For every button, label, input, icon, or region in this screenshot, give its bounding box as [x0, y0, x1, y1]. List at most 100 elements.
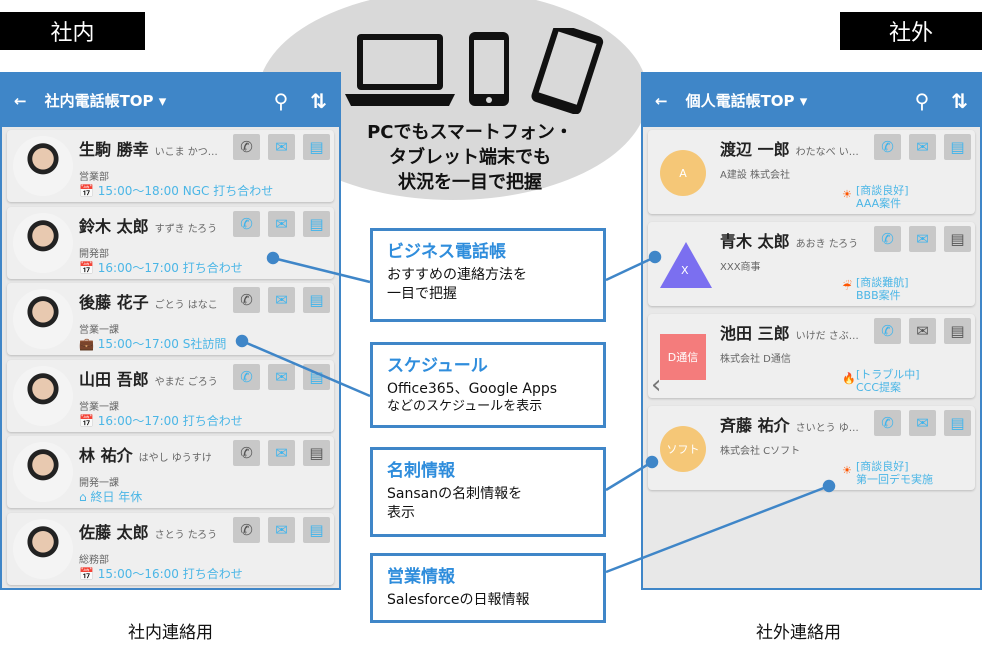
chat-icon: ▤: [309, 520, 324, 539]
weather-icon: 🔥: [842, 372, 856, 385]
contact-kana: さとう たろう: [154, 529, 218, 541]
mail-button[interactable]: ✉: [268, 134, 295, 160]
calendar-icon: 💼: [79, 337, 94, 351]
schedule: 📅 16:00〜17:00 打ち合わせ: [79, 259, 243, 276]
chat-button[interactable]: ▤: [303, 210, 330, 237]
chat-button[interactable]: ▤: [303, 287, 330, 313]
mail-button[interactable]: ✉: [268, 363, 295, 390]
mail-button[interactable]: ✉: [909, 410, 936, 436]
feature-business-phonebook: ビジネス電話帳おすすめの連絡方法を一目で把握: [370, 228, 606, 322]
tablet-icon: [531, 28, 604, 114]
contact-kana: やまだ ごろう: [154, 376, 218, 388]
feature-title: ビジネス電話帳: [387, 242, 506, 262]
phone-button[interactable]: ✆: [233, 287, 260, 313]
feature-desc: Office365、Google Apps: [387, 381, 558, 397]
contact-row[interactable]: ソフト 斉藤 祐介さいとう ゆ… 株式会社 Cソフト ☀[商談良好]第一回デモ実…: [648, 406, 975, 490]
company-logo: ソフト: [660, 426, 706, 472]
chat-button[interactable]: ▤: [944, 134, 971, 160]
phone-button[interactable]: ✆: [233, 516, 260, 543]
company: 株式会社 D通信: [720, 354, 791, 365]
contact-kana: あおき たろう: [795, 239, 859, 250]
mail-button[interactable]: ✉: [909, 134, 936, 160]
contact-row[interactable]: A 渡辺 一郎わたなべ い… A建設 株式会社 ☀[商談良好]AAA案件 ✆ ✉…: [648, 130, 975, 214]
contact-row[interactable]: D通信 池田 三郎いけだ さぶ… 株式会社 D通信 🔥[トラブル中]CCC提案 …: [648, 314, 975, 398]
feature-title: 営業情報: [387, 567, 455, 587]
back-arrow-icon[interactable]: ←: [655, 91, 668, 110]
phone-button[interactable]: ✆: [874, 134, 901, 160]
company-logo: X: [660, 242, 712, 288]
weather-icon: ☀: [842, 188, 852, 201]
deal-text: AAA案件: [856, 197, 902, 210]
phone-button[interactable]: ✆: [233, 440, 260, 466]
app-title-dropdown[interactable]: 個人電話帳TOP ▾: [685, 92, 808, 110]
chat-icon: ▤: [309, 444, 324, 462]
contact-name-line: 山田 吾郎やまだ ごろう: [79, 366, 218, 390]
phone-button[interactable]: ✆: [233, 363, 260, 390]
chevron-left-icon[interactable]: ‹: [651, 370, 662, 400]
back-arrow-icon[interactable]: ←: [14, 91, 27, 110]
search-icon[interactable]: ⚲: [273, 88, 289, 113]
chat-icon: ▤: [950, 138, 965, 156]
contact-name-line: 生駒 勝幸いこま かつ…: [79, 136, 218, 160]
phone-icon: ✆: [881, 322, 894, 340]
phone-button[interactable]: ✆: [874, 226, 901, 252]
tagline-line: PCでもスマートフォン・: [367, 122, 573, 143]
mail-button[interactable]: ✉: [268, 516, 295, 543]
contact-name: 斉藤 祐介: [720, 416, 790, 435]
mail-icon: ✉: [275, 138, 288, 156]
avatar: [13, 136, 73, 196]
contact-row[interactable]: 後藤 花子ごとう はなこ 営業一課 💼 15:00〜17:00 S社訪問 ✆ ✉…: [7, 283, 334, 355]
mail-button[interactable]: ✉: [909, 318, 936, 344]
deal-text: 第一回デモ実施: [856, 473, 933, 486]
chat-button[interactable]: ▤: [303, 440, 330, 466]
contact-row[interactable]: 林 祐介はやし ゆうすけ 開発一課 ⌂ 終日 年休 ✆ ✉ ▤: [7, 436, 334, 508]
phone-button[interactable]: ✆: [874, 410, 901, 436]
contact-row[interactable]: 鈴木 太郎すずき たろう 開発部 📅 16:00〜17:00 打ち合わせ ✆ ✉…: [7, 206, 334, 279]
app-title: 社内電話帳TOP: [44, 92, 154, 110]
schedule-text: 15:00〜17:00 S社訪問: [97, 337, 227, 351]
contact-name-line: 池田 三郎いけだ さぶ…: [720, 320, 859, 344]
sort-icon[interactable]: ⇅: [310, 88, 327, 113]
avatar: [13, 442, 73, 502]
phone-button[interactable]: ✆: [233, 134, 260, 160]
mail-button[interactable]: ✉: [268, 440, 295, 466]
external-caption: 社外連絡用: [756, 623, 841, 643]
contact-name-line: 斉藤 祐介さいとう ゆ…: [720, 412, 859, 436]
status-text: [商談難航]: [856, 276, 909, 289]
chat-icon: ▤: [309, 138, 324, 156]
contact-name-line: 青木 太郎あおき たろう: [720, 228, 858, 252]
contact-name: 鈴木 太郎: [79, 216, 149, 236]
contact-row[interactable]: 佐藤 太郎さとう たろう 総務部 📅 15:00〜16:00 打ち合わせ ✆ ✉…: [7, 512, 334, 585]
company-logo: A: [660, 150, 706, 196]
chat-button[interactable]: ▤: [944, 410, 971, 436]
external-phonebook-app: ← 個人電話帳TOP ▾ ⚲ ⇅ A 渡辺 一郎わたなべ い… A建設 株式会社…: [641, 72, 982, 590]
chat-button[interactable]: ▤: [944, 318, 971, 344]
chat-button[interactable]: ▤: [944, 226, 971, 252]
contact-kana: はやし ゆうすけ: [138, 453, 212, 464]
schedule-text: 終日 年休: [90, 490, 143, 504]
mail-button[interactable]: ✉: [909, 226, 936, 252]
department: 営業一課: [79, 325, 119, 336]
mail-icon: ✉: [275, 291, 288, 309]
internal-label: 社内: [0, 12, 145, 50]
app-title-dropdown[interactable]: 社内電話帳TOP ▾: [44, 92, 167, 110]
contact-row[interactable]: X 青木 太郎あおき たろう XXX商事 ☔[商談難航]BBB案件 ✆ ✉ ▤: [648, 222, 975, 306]
phone-button[interactable]: ✆: [874, 318, 901, 344]
phone-button[interactable]: ✆: [233, 210, 260, 237]
feature-desc: 表示: [387, 505, 415, 521]
mail-button[interactable]: ✉: [268, 287, 295, 313]
chat-button[interactable]: ▤: [303, 516, 330, 543]
feature-desc: 一目で把握: [387, 286, 457, 302]
calendar-icon: 📅: [79, 566, 94, 581]
contact-kana: さいとう ゆ…: [795, 423, 859, 434]
phone-icon: ✆: [240, 291, 253, 309]
contact-name: 青木 太郎: [720, 232, 790, 251]
sort-icon[interactable]: ⇅: [951, 88, 968, 113]
mail-button[interactable]: ✉: [268, 210, 295, 237]
chat-button[interactable]: ▤: [303, 134, 330, 160]
contact-row[interactable]: 生駒 勝幸いこま かつ… 営業部 📅 15:00〜18:00 NGC 打ち合わせ…: [7, 130, 334, 202]
chat-icon: ▤: [950, 230, 965, 248]
mail-icon: ✉: [916, 230, 929, 248]
search-icon[interactable]: ⚲: [914, 88, 930, 113]
